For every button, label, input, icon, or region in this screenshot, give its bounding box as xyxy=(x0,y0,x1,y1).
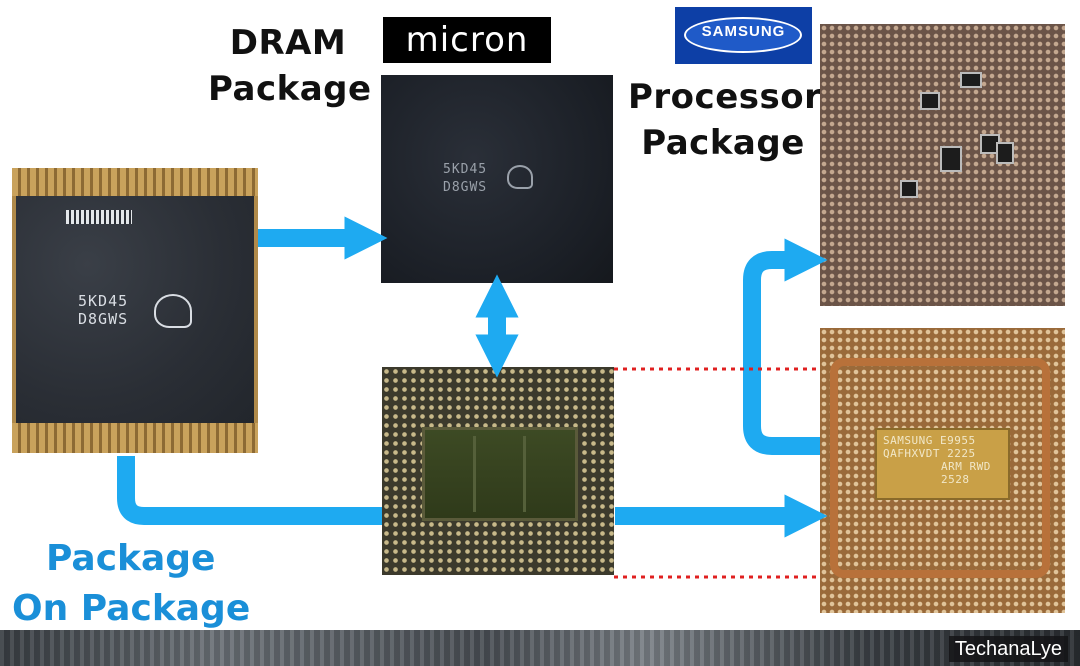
capacitor xyxy=(960,72,982,88)
processor-title-line2: Package xyxy=(641,123,805,163)
package-on-package-title: Package On Package xyxy=(12,534,252,634)
dram-title-line2: Package xyxy=(208,69,372,109)
dram-chip-pads-bottom xyxy=(12,423,258,453)
dram-chip-large: 5KD45 D8GWS xyxy=(12,168,258,453)
processor-marking-line2: QAFHXVDT 2225 xyxy=(883,447,976,460)
pop-title-line2: On Package xyxy=(12,588,251,629)
processor-package-die-side: SAMSUNG E9955 QAFHXVDT 2225 ARM RWD 2528 xyxy=(820,328,1065,613)
samsung-logo: SAMSUNG xyxy=(675,7,812,64)
samsung-logo-ellipse xyxy=(684,17,802,53)
micron-marking-line2: D8GWS xyxy=(443,180,488,195)
dram-chip-pads-top xyxy=(12,168,258,196)
capacitor xyxy=(940,146,962,172)
processor-package-ball-side xyxy=(820,24,1065,306)
banner-pattern xyxy=(0,630,1080,666)
samsung-logo-text: SAMSUNG xyxy=(701,23,786,40)
processor-title-line1: Processor xyxy=(628,77,822,117)
micron-chip-emblem-icon xyxy=(507,165,533,189)
dram-chip-face: 5KD45 D8GWS xyxy=(16,196,254,423)
micron-marking-line1: 5KD45 xyxy=(443,162,488,177)
dram-package-title: DRAM Package xyxy=(208,20,372,112)
capacitor xyxy=(900,180,918,198)
bottom-banner xyxy=(0,630,1080,666)
capacitor xyxy=(920,92,940,110)
pop-title-line1: Package xyxy=(46,538,216,579)
micron-dram-package-chip: 5KD45 D8GWS xyxy=(381,75,613,283)
dram-marking-line1: 5KD45 xyxy=(78,292,129,310)
dram-title-line1: DRAM xyxy=(229,23,347,63)
capacitor xyxy=(996,142,1014,164)
dram-chip-barcode xyxy=(66,210,132,224)
arrow-processor-bottom-to-top xyxy=(743,238,828,455)
pop-chip-die xyxy=(422,427,578,521)
connector-dram-to-pop xyxy=(117,456,382,525)
processor-marking-line4: 2528 xyxy=(941,473,970,486)
micron-chip-marking: 5KD45 D8GWS xyxy=(443,161,487,197)
processor-package-title: Processor Package xyxy=(628,74,822,166)
processor-marking-line1: SAMSUNG E9955 xyxy=(883,434,976,447)
processor-frame xyxy=(830,358,1050,578)
dram-marking-line2: D8GWS xyxy=(78,310,129,328)
micron-emblem-icon xyxy=(154,294,192,328)
pop-bga-chip xyxy=(382,367,614,575)
watermark-brand: TechanaLye xyxy=(948,636,1068,662)
processor-die: SAMSUNG E9955 QAFHXVDT 2225 ARM RWD 2528 xyxy=(875,428,1010,500)
micron-logo: micron xyxy=(383,17,551,63)
processor-marking-line3: ARM RWD xyxy=(941,460,991,473)
micron-logo-text: micron xyxy=(405,20,529,60)
dram-chip-marking: 5KD45 D8GWS xyxy=(78,292,128,328)
